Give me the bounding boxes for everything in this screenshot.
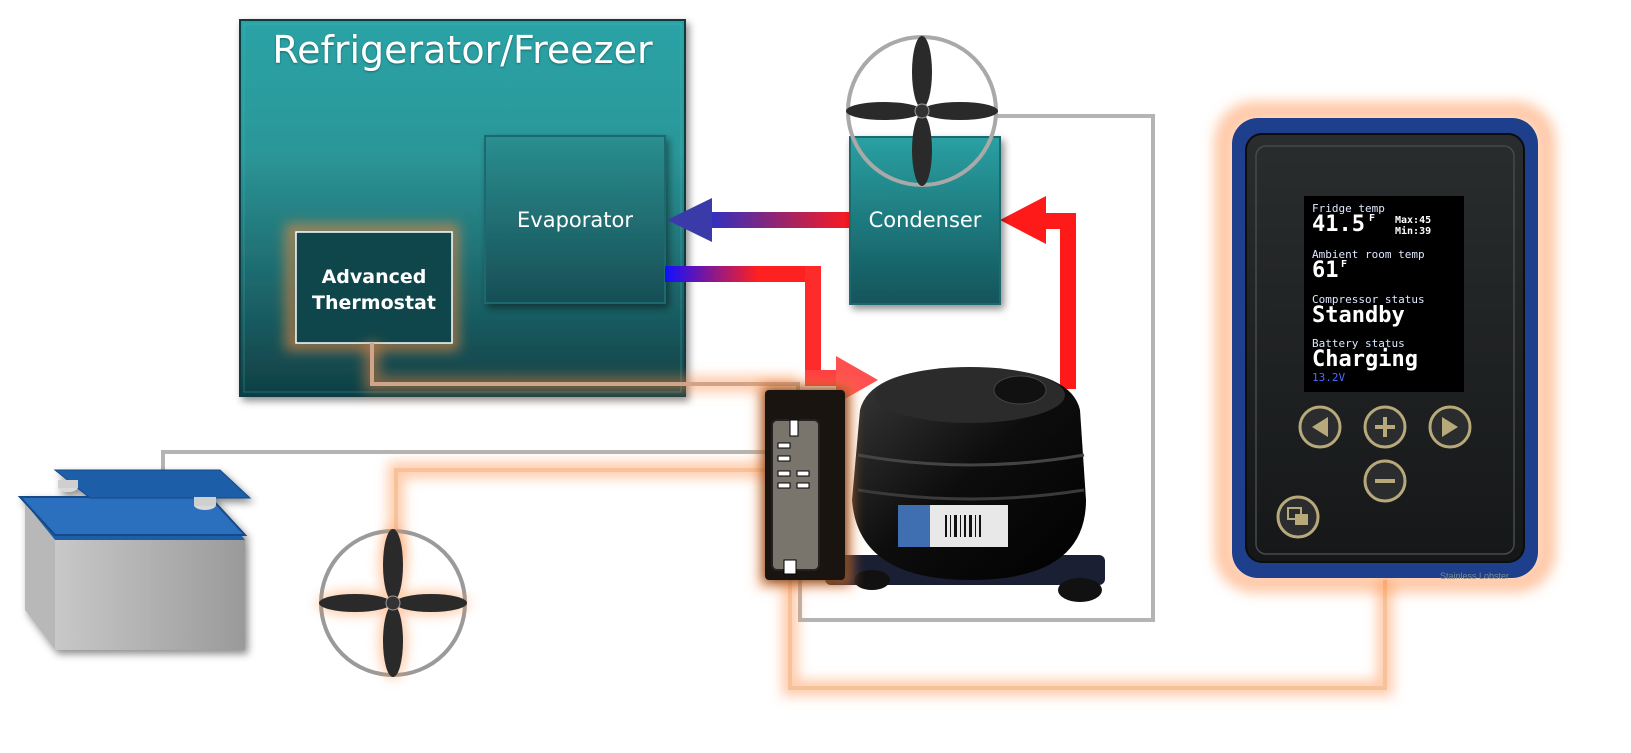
lcd-fridge-temp-unit: F	[1369, 213, 1376, 224]
lcd-fridge-temp-value: 41.5	[1312, 212, 1365, 237]
compressor-icon	[825, 367, 1105, 602]
lcd-ambient-label: Ambient room temp	[1312, 248, 1425, 261]
thermostat-controller	[1232, 118, 1538, 578]
thermostat-label: Advanced Thermostat	[296, 264, 452, 316]
lcd-screen	[1304, 196, 1464, 392]
cooling-fan-icon	[317, 527, 469, 679]
refrigerant-arrow-to-condenser	[1000, 196, 1046, 244]
lcd-compressor-label: Compressor status	[1312, 293, 1425, 306]
lcd-compressor-value: Standby	[1312, 303, 1405, 328]
lcd-battery-value: Charging	[1312, 347, 1418, 372]
plus-button[interactable]	[1363, 405, 1407, 449]
condenser-label: Condenser	[868, 208, 982, 232]
lcd-ambient-value: 61	[1312, 258, 1339, 283]
thermostat-box	[295, 231, 453, 344]
compressor-control-module	[765, 390, 845, 580]
lcd-ambient-unit: F	[1341, 259, 1348, 270]
right-button[interactable]	[1428, 405, 1472, 449]
refrigerant-arrow-to-evaporator	[667, 198, 712, 242]
evaporator-label: Evaporator	[517, 208, 633, 232]
thermostat-label-line2: Thermostat	[312, 292, 436, 314]
left-button[interactable]	[1298, 405, 1342, 449]
lcd-battery-voltage: 13.2V	[1312, 371, 1346, 384]
condenser-fan-icon	[846, 35, 998, 187]
lcd-battery-label: Battery status	[1312, 337, 1405, 350]
controller-brand: Stainless Lobster	[1440, 571, 1510, 581]
thermostat-label-line1: Advanced	[321, 266, 427, 288]
menu-button[interactable]	[1276, 495, 1320, 539]
lcd-min-label: Min:39	[1395, 226, 1432, 237]
minus-button[interactable]	[1363, 459, 1407, 503]
fridge-title: Refrigerator/Freezer	[272, 28, 653, 72]
battery-icon	[17, 469, 252, 650]
evaporator-box	[484, 135, 666, 304]
lcd-max-label: Max:45	[1395, 215, 1432, 226]
lcd-fridge-temp-label: Fridge temp	[1312, 202, 1385, 215]
